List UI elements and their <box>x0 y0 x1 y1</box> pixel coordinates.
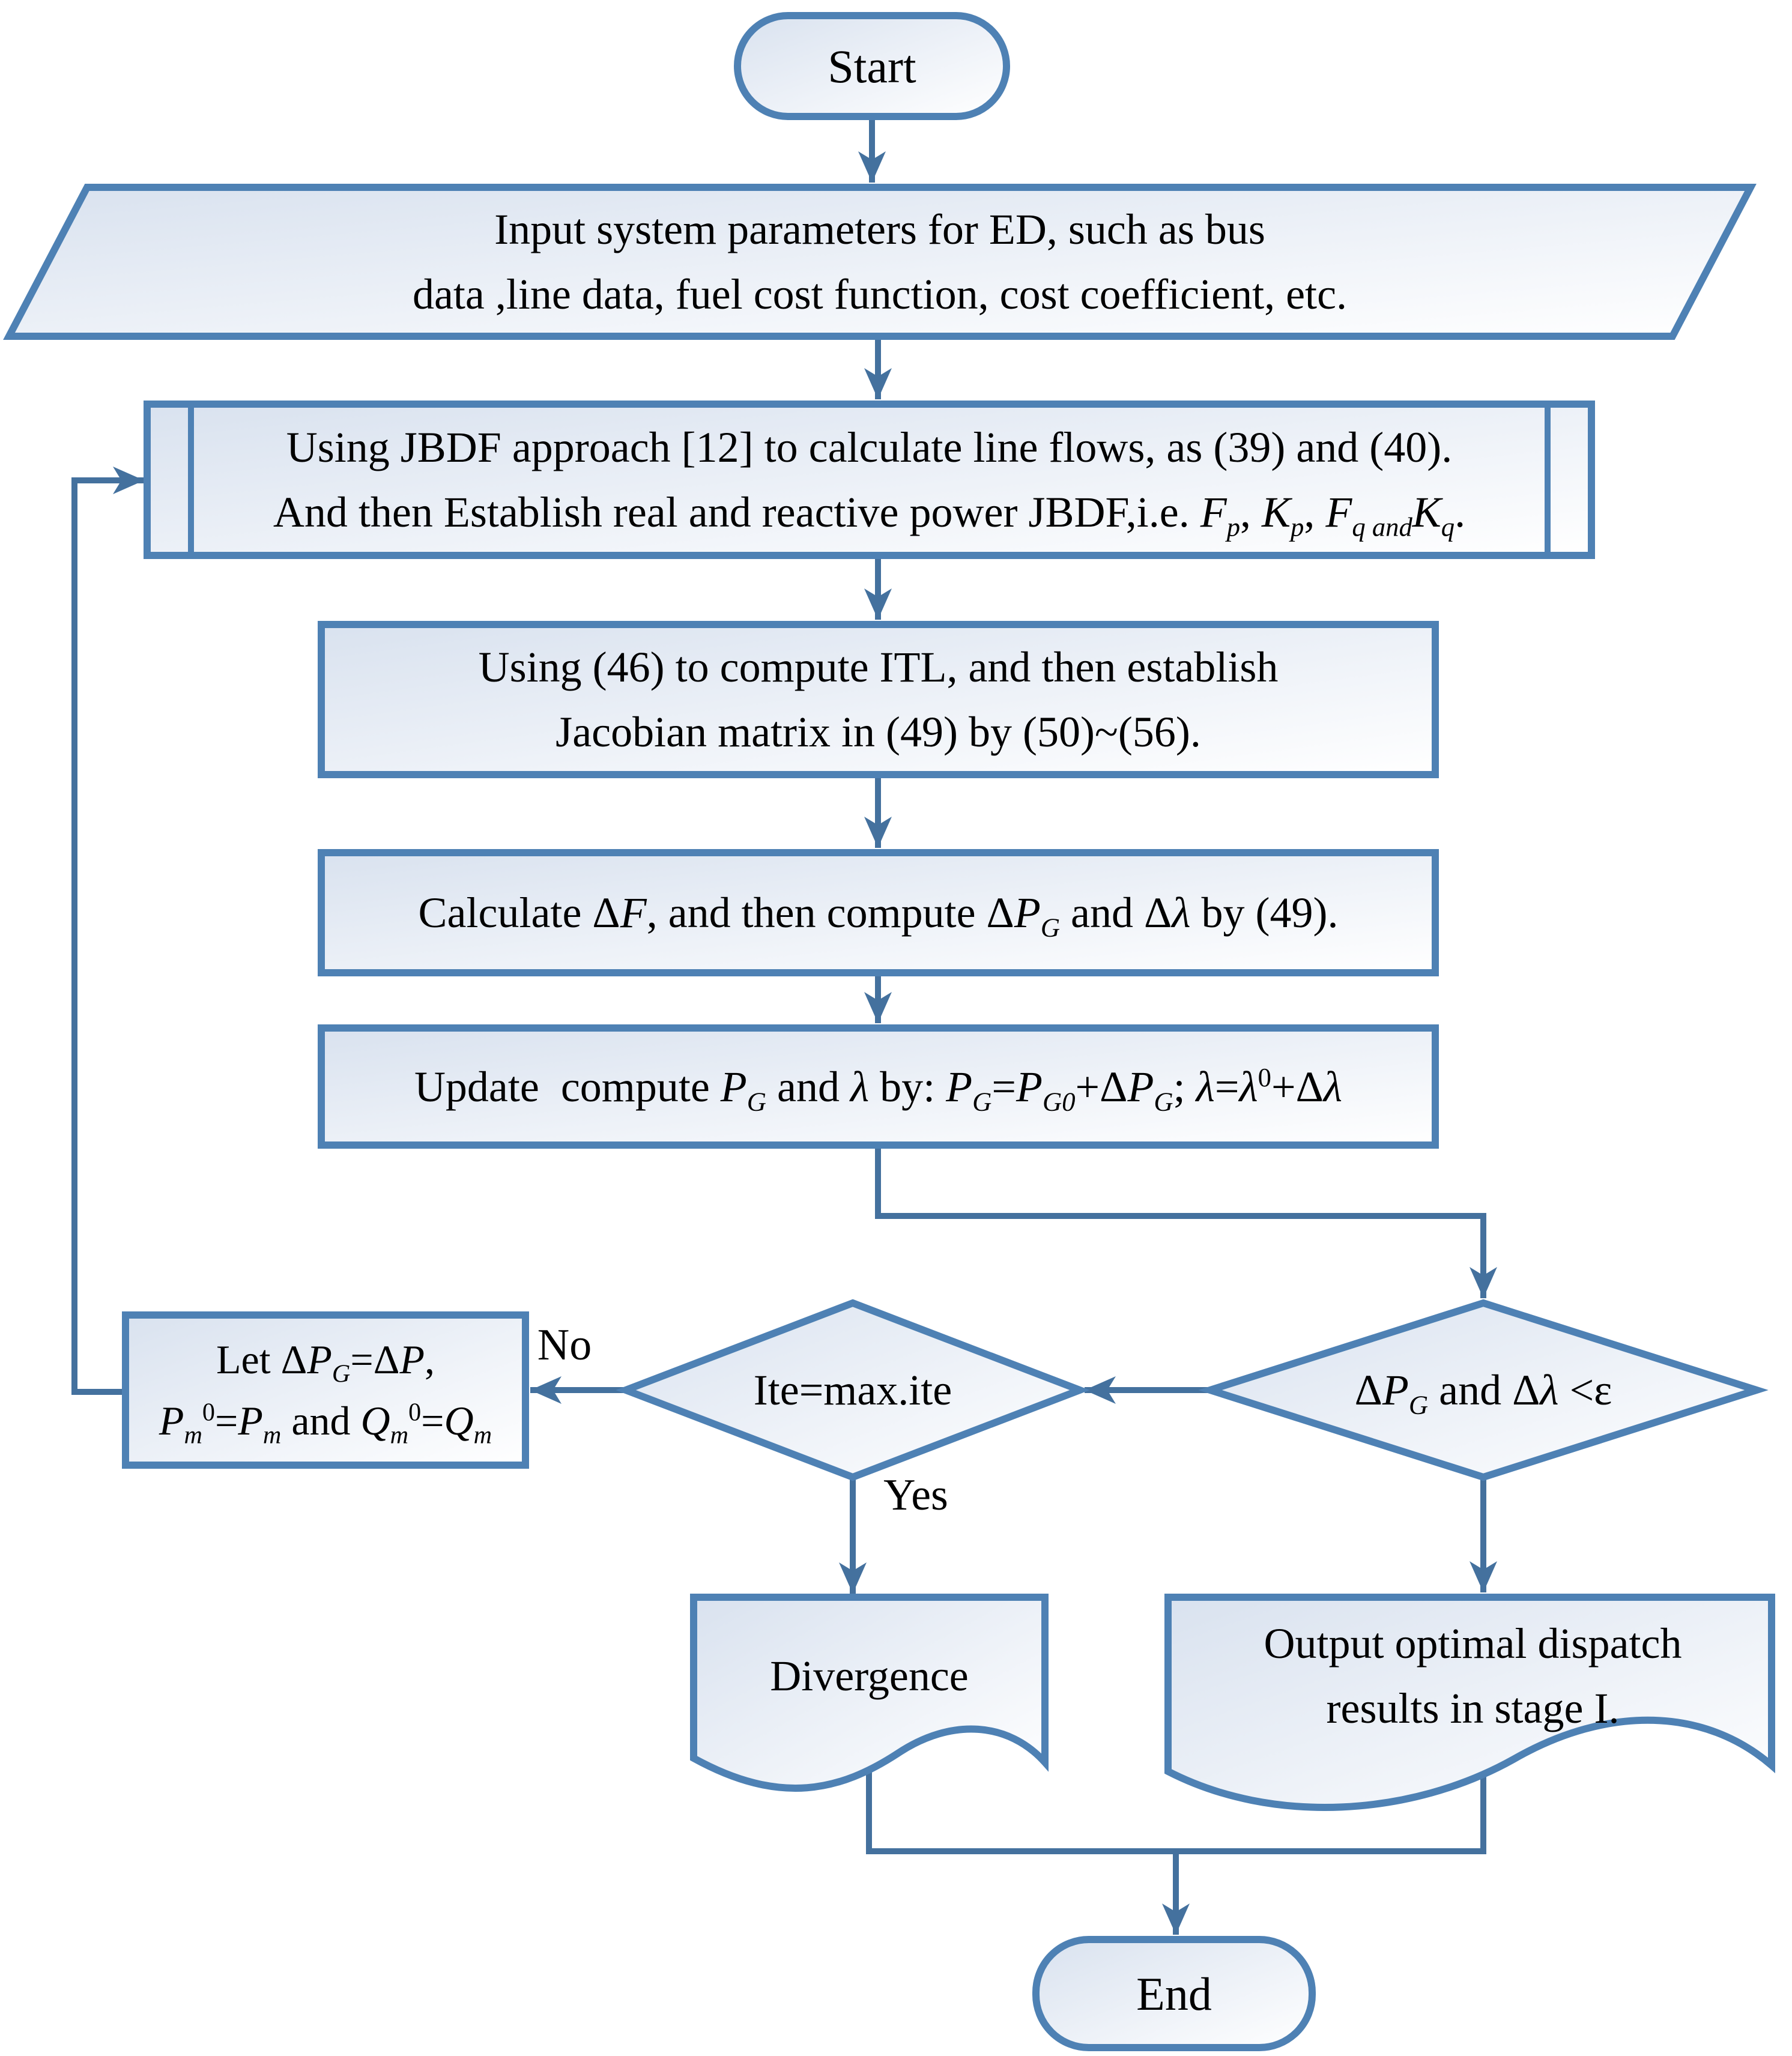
end-label: End <box>1036 1940 1312 2048</box>
jbdf-line1: Using JBDF approach [12] to calculate li… <box>286 423 1453 471</box>
update-process-shape <box>318 1024 1439 1149</box>
divergence-document-shape <box>690 1594 1049 1792</box>
iteration-decision-label: Ite=max.ite <box>649 1303 1057 1477</box>
reset-line2: Pm0=Pm and Qm0=Qm <box>159 1398 492 1450</box>
jbdf-process-label: Using JBDF approach [12] to calculate li… <box>198 404 1540 555</box>
reset-line1: Let ΔPG=ΔP, <box>216 1337 435 1388</box>
output-document-label: Output optimal dispatch results in stage… <box>1177 1597 1769 1755</box>
itl-line2: Jacobian matrix in (49) by (50)~(56). <box>555 708 1201 756</box>
yes-edge-label: Yes <box>865 1462 967 1528</box>
output-line2: results in stage I. <box>1326 1684 1620 1732</box>
reset-process-shape <box>122 1311 529 1469</box>
jbdf-predefined-process-shape <box>144 401 1595 559</box>
start-terminator-shape <box>734 12 1010 120</box>
itl-line1: Using (46) to compute ITL, and then esta… <box>478 643 1279 691</box>
output-document-shape <box>1164 1594 1775 1811</box>
yes-text: Yes <box>883 1470 948 1520</box>
convergence-decision-label: ΔPG and Δλ <ε <box>1240 1303 1727 1477</box>
no-text: No <box>537 1320 592 1370</box>
divergence-text: Divergence <box>770 1652 969 1700</box>
jbdf-line2: And then Establish real and reactive pow… <box>273 488 1466 542</box>
feedback-line-reset-to-jbdf <box>71 467 144 1395</box>
calculate-text: Calculate ΔF, and then compute ΔPG and Δ… <box>418 889 1339 943</box>
convergence-text: ΔPG and Δλ <ε <box>1354 1366 1612 1420</box>
start-text: Start <box>828 40 916 92</box>
calculate-label: Calculate ΔF, and then compute ΔPG and Δ… <box>321 853 1435 973</box>
input-parallelogram-label: Input system parameters for ED, such as … <box>138 187 1621 336</box>
calculate-process-shape <box>318 849 1439 976</box>
no-edge-label: No <box>513 1312 616 1378</box>
divergence-document-label: Divergence <box>700 1597 1039 1755</box>
reset-process-label: Let ΔPG=ΔP, Pm0=Pm and Qm0=Qm <box>129 1315 522 1465</box>
input-line1: Input system parameters for ED, such as … <box>494 205 1265 253</box>
update-label: Update compute PG and λ by: PG=PG0+ΔPG; … <box>321 1028 1435 1145</box>
convergence-decision-shape <box>1198 1299 1769 1481</box>
end-text: End <box>1136 1967 1212 2020</box>
input-parallelogram-shape <box>3 184 1757 340</box>
update-text: Update compute PG and λ by: PG=PG0+ΔPG; … <box>414 1062 1343 1116</box>
compute-itl-label: Using (46) to compute ITL, and then esta… <box>321 624 1435 775</box>
arrow-update-to-convergence <box>875 1145 1497 1298</box>
start-label: Start <box>737 16 1006 116</box>
end-terminator-shape <box>1032 1936 1316 2051</box>
iteration-text: Ite=max.ite <box>753 1366 952 1414</box>
iteration-decision-shape <box>616 1299 1090 1481</box>
output-line1: Output optimal dispatch <box>1264 1619 1682 1667</box>
compute-itl-process-shape <box>318 621 1439 778</box>
input-line2: data ,line data, fuel cost function, cos… <box>412 270 1348 318</box>
